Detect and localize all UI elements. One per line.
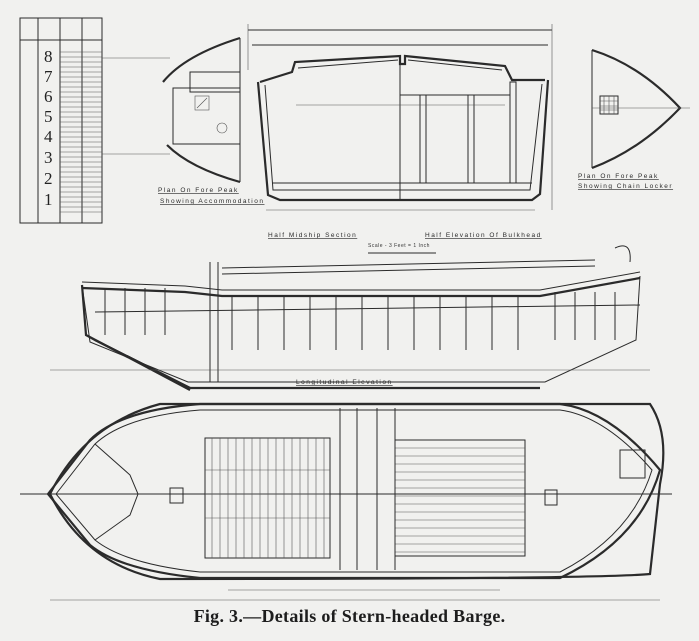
draft-numeral: 1	[44, 190, 53, 209]
draft-numeral: 7	[44, 67, 53, 86]
draft-numeral: 6	[44, 87, 53, 106]
draft-numeral: 3	[44, 148, 53, 167]
fore-peak-chain-subtitle: Showing Chain Locker	[578, 183, 673, 190]
figure-caption: Fig. 3.—Details of Stern-headed Barge.	[193, 606, 506, 626]
fore-peak-plan-title: Plan On Fore Peak	[158, 187, 239, 194]
draft-numeral: 5	[44, 107, 53, 126]
longitudinal-elevation: Longitudinal Elevation	[50, 245, 650, 391]
draft-scale-table: 8 7 6 5 4 3 2 1	[19, 17, 170, 224]
draft-numeral: 2	[44, 169, 53, 188]
deck-plan	[20, 402, 672, 601]
fore-peak-accommodation-plan: Plan On Fore Peak Showing Accommodation	[158, 36, 265, 205]
fore-peak-plan-subtitle: Showing Accommodation	[160, 198, 265, 205]
fore-peak-chain-locker-plan: Plan On Fore Peak Showing Chain Locker	[578, 48, 690, 190]
fore-peak-chain-title: Plan On Fore Peak	[578, 173, 659, 180]
bulkhead-title: Half Elevation Of Bulkhead	[425, 232, 542, 239]
draft-numeral: 8	[44, 47, 53, 66]
draft-numeral: 4	[44, 127, 53, 146]
midship-section-title: Half Midship Section	[268, 232, 357, 239]
midship-section: Half Midship Section Half Elevation Of B…	[247, 24, 553, 254]
longitudinal-elevation-title: Longitudinal Elevation	[296, 379, 393, 386]
scale-label: Scale - 3 Feet = 1 Inch	[368, 243, 430, 249]
